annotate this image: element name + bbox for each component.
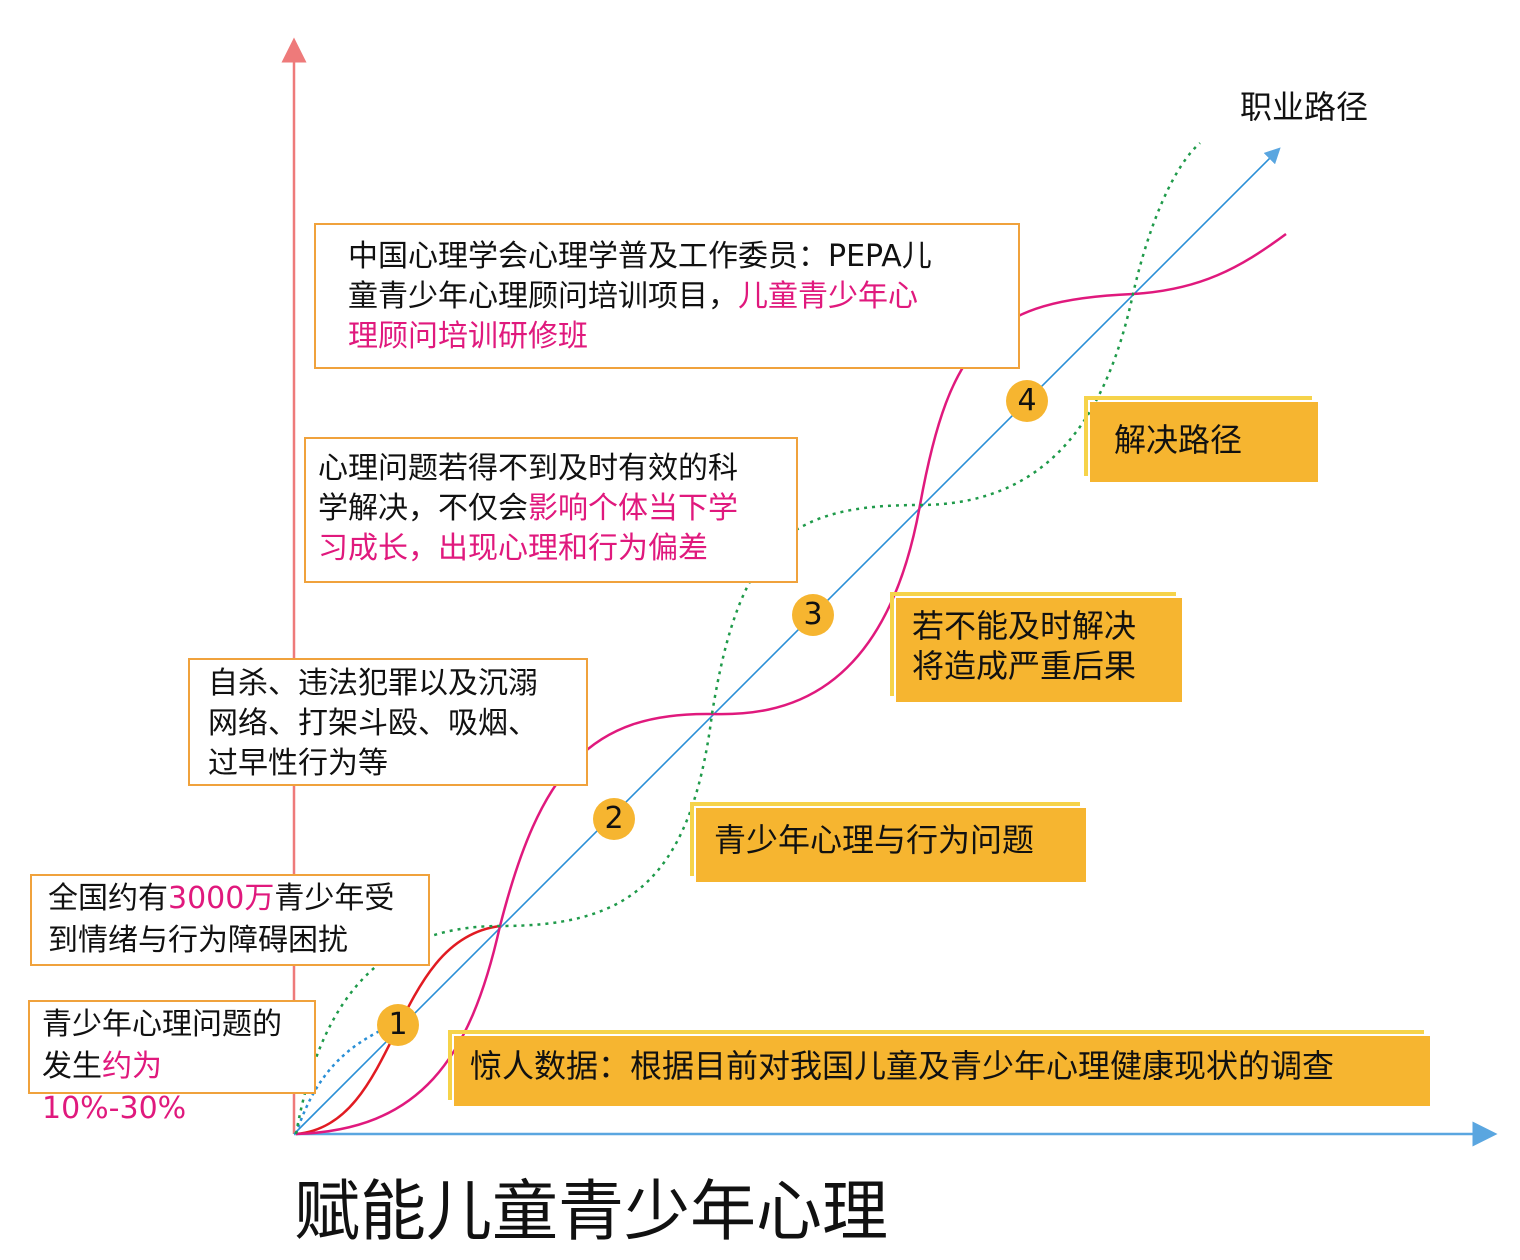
box-national-count-highlight: 3000万 bbox=[168, 881, 275, 916]
box-consequences-line3: 习成长，出现心理和行为偏差 bbox=[318, 531, 708, 566]
box-consequences: 心理问题若得不到及时有效的科 学解决，不仅会影响个体当下学 习成长，出现心理和行… bbox=[304, 437, 798, 583]
yellow-box-alarming-data: 惊人数据：根据目前对我国儿童及青少年心理健康现状的调查 bbox=[448, 1030, 1430, 1106]
career-path-line bbox=[293, 147, 1281, 1135]
yellow-box-solution-path: 解决路径 bbox=[1084, 396, 1318, 482]
box-incidence-line1: 青少年心理问题的 bbox=[42, 1007, 282, 1042]
box-incidence: 青少年心理问题的 发生约为10%-30% bbox=[28, 1000, 316, 1126]
box-pepa-line2-highlight: 儿童青少年心 bbox=[738, 279, 918, 314]
box-national-count-plain-c: 青少年受 bbox=[274, 881, 395, 916]
box-consequences-line2-plain: 学解决，不仅会 bbox=[318, 491, 528, 526]
box-incidence-line2-highlight: 约为10%-30% bbox=[42, 1049, 187, 1126]
box-incidence-line2: 发生约为10%-30% bbox=[42, 1046, 302, 1130]
box-behaviors: 自杀、违法犯罪以及沉溺 网络、打架斗殴、吸烟、 过早性行为等 bbox=[188, 658, 588, 786]
axis-label-career-path: 职业路径 bbox=[1240, 88, 1369, 126]
yellow-box-alarming-data-text: 惊人数据：根据目前对我国儿童及青少年心理健康现状的调查 bbox=[470, 1047, 1335, 1085]
yellow-box-youth-problems: 青少年心理与行为问题 bbox=[690, 802, 1086, 882]
box-national-count-line1: 全国约有3000万青少年受 bbox=[48, 878, 412, 920]
page-title: 赋能儿童青少年心理 bbox=[294, 1173, 888, 1250]
box-pepa-line3: 理顾问培训研修班 bbox=[348, 319, 588, 354]
box-consequences-line2: 学解决，不仅会影响个体当下学 bbox=[318, 489, 784, 529]
yellow-box-serious-line1: 若不能及时解决 bbox=[912, 607, 1137, 645]
box-incidence-line2-plain: 发生 bbox=[42, 1049, 102, 1084]
box-pepa-line2: 童青少年心理顾问培训项目，儿童青少年心 bbox=[348, 277, 986, 317]
step-badge-3: 3 bbox=[792, 594, 834, 636]
step-badge-2: 2 bbox=[593, 798, 635, 840]
box-behaviors-line2: 网络、打架斗殴、吸烟、 bbox=[208, 706, 538, 741]
yellow-box-solution-path-text: 解决路径 bbox=[1114, 421, 1243, 459]
step-badge-1: 1 bbox=[377, 1004, 419, 1046]
yellow-box-youth-problems-text: 青少年心理与行为问题 bbox=[714, 821, 1035, 859]
box-pepa-line1: 中国心理学会心理学普及工作委员：PEPA儿 bbox=[348, 239, 932, 274]
yellow-box-serious-consequences: 若不能及时解决 将造成严重后果 bbox=[890, 592, 1182, 702]
box-pepa-line2-plain: 童青少年心理顾问培训项目， bbox=[348, 279, 738, 314]
box-consequences-line2-highlight: 影响个体当下学 bbox=[528, 491, 738, 526]
yellow-box-serious-line2: 将造成严重后果 bbox=[912, 647, 1137, 685]
box-national-count: 全国约有3000万青少年受 到情绪与行为障碍困扰 bbox=[30, 874, 430, 966]
box-behaviors-line3: 过早性行为等 bbox=[208, 746, 388, 781]
box-national-count-plain-a: 全国约有 bbox=[48, 881, 168, 916]
step-badge-4: 4 bbox=[1006, 380, 1048, 422]
box-behaviors-line1: 自杀、违法犯罪以及沉溺 bbox=[208, 666, 538, 701]
box-consequences-line1: 心理问题若得不到及时有效的科 bbox=[318, 451, 738, 486]
box-pepa-program: 中国心理学会心理学普及工作委员：PEPA儿 童青少年心理顾问培训项目，儿童青少年… bbox=[314, 223, 1020, 369]
green-dotted-curve bbox=[294, 142, 1201, 1135]
box-national-count-line2: 到情绪与行为障碍困扰 bbox=[48, 923, 348, 958]
